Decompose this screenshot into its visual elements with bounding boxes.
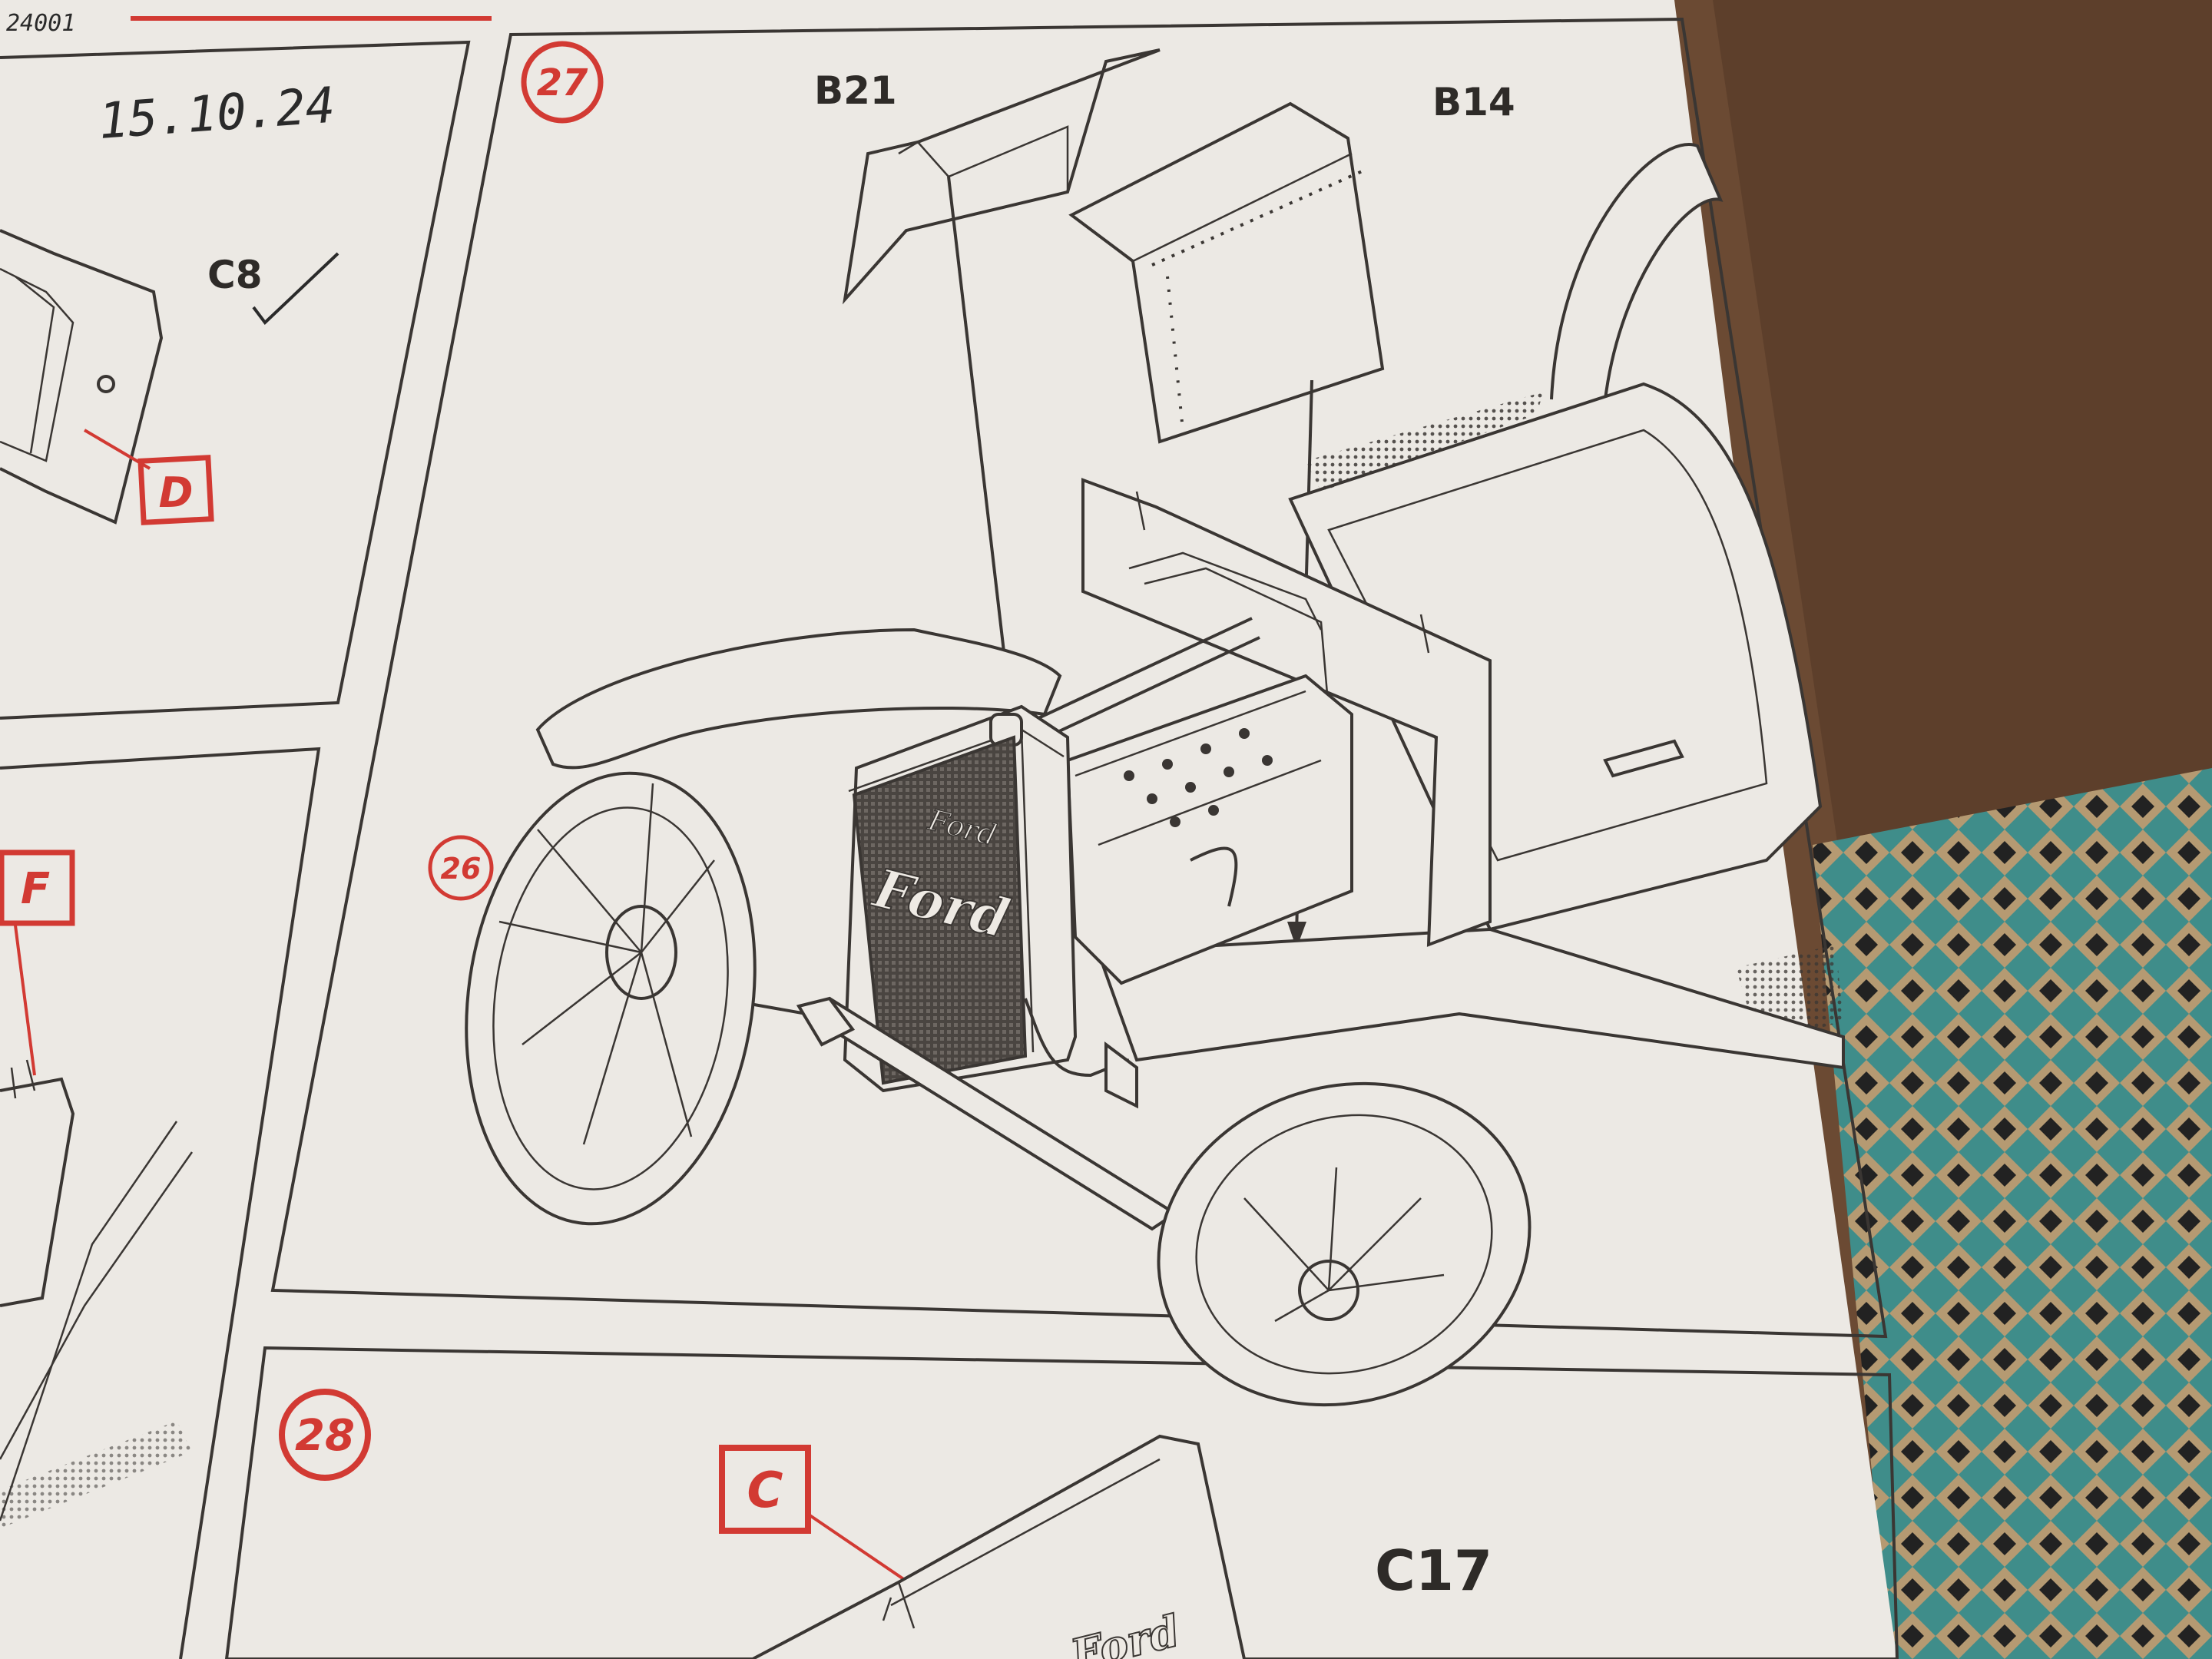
part-label-b14: B14 xyxy=(1432,80,1515,124)
tag-c-letter: C xyxy=(747,1462,783,1519)
step-27-badge: 27 xyxy=(521,41,604,124)
tag-d-letter: D xyxy=(159,469,194,517)
panel-left-bottom xyxy=(0,747,321,1659)
step-28-number: 28 xyxy=(295,1411,355,1461)
part-label-c17: C17 xyxy=(1375,1538,1492,1603)
part-label-b21: B21 xyxy=(814,68,897,113)
b14-arrowhead xyxy=(1287,922,1306,949)
radiator-grille xyxy=(852,735,1028,1085)
step-26-reference: 26 xyxy=(428,835,494,901)
tag-f-letter: F xyxy=(21,864,50,914)
knit-cloth xyxy=(1813,768,2212,1659)
panel-left-top xyxy=(0,40,471,720)
step-27-number: 27 xyxy=(537,61,588,104)
left-bottom-part-drawing xyxy=(0,1059,194,1528)
sheet-code: 24001 xyxy=(6,10,75,37)
front-suspension-drawing xyxy=(465,771,1532,1407)
b21-arrow-line xyxy=(947,176,1015,738)
checkmark-c8 xyxy=(252,252,339,325)
panel-step-27 xyxy=(270,17,1888,1339)
step-28-badge: 28 xyxy=(279,1389,371,1481)
step-26-number: 26 xyxy=(441,852,482,886)
step-28-radiator-drawing xyxy=(752,1434,1246,1659)
left-top-part-drawing xyxy=(0,229,164,525)
tag-f: F xyxy=(0,849,75,926)
part-label-c8: C8 xyxy=(207,253,262,297)
part-b14-drawing xyxy=(1068,101,1385,444)
tag-f-leader xyxy=(14,925,36,1076)
tag-d: D xyxy=(137,455,214,525)
tag-c: C xyxy=(719,1445,811,1534)
